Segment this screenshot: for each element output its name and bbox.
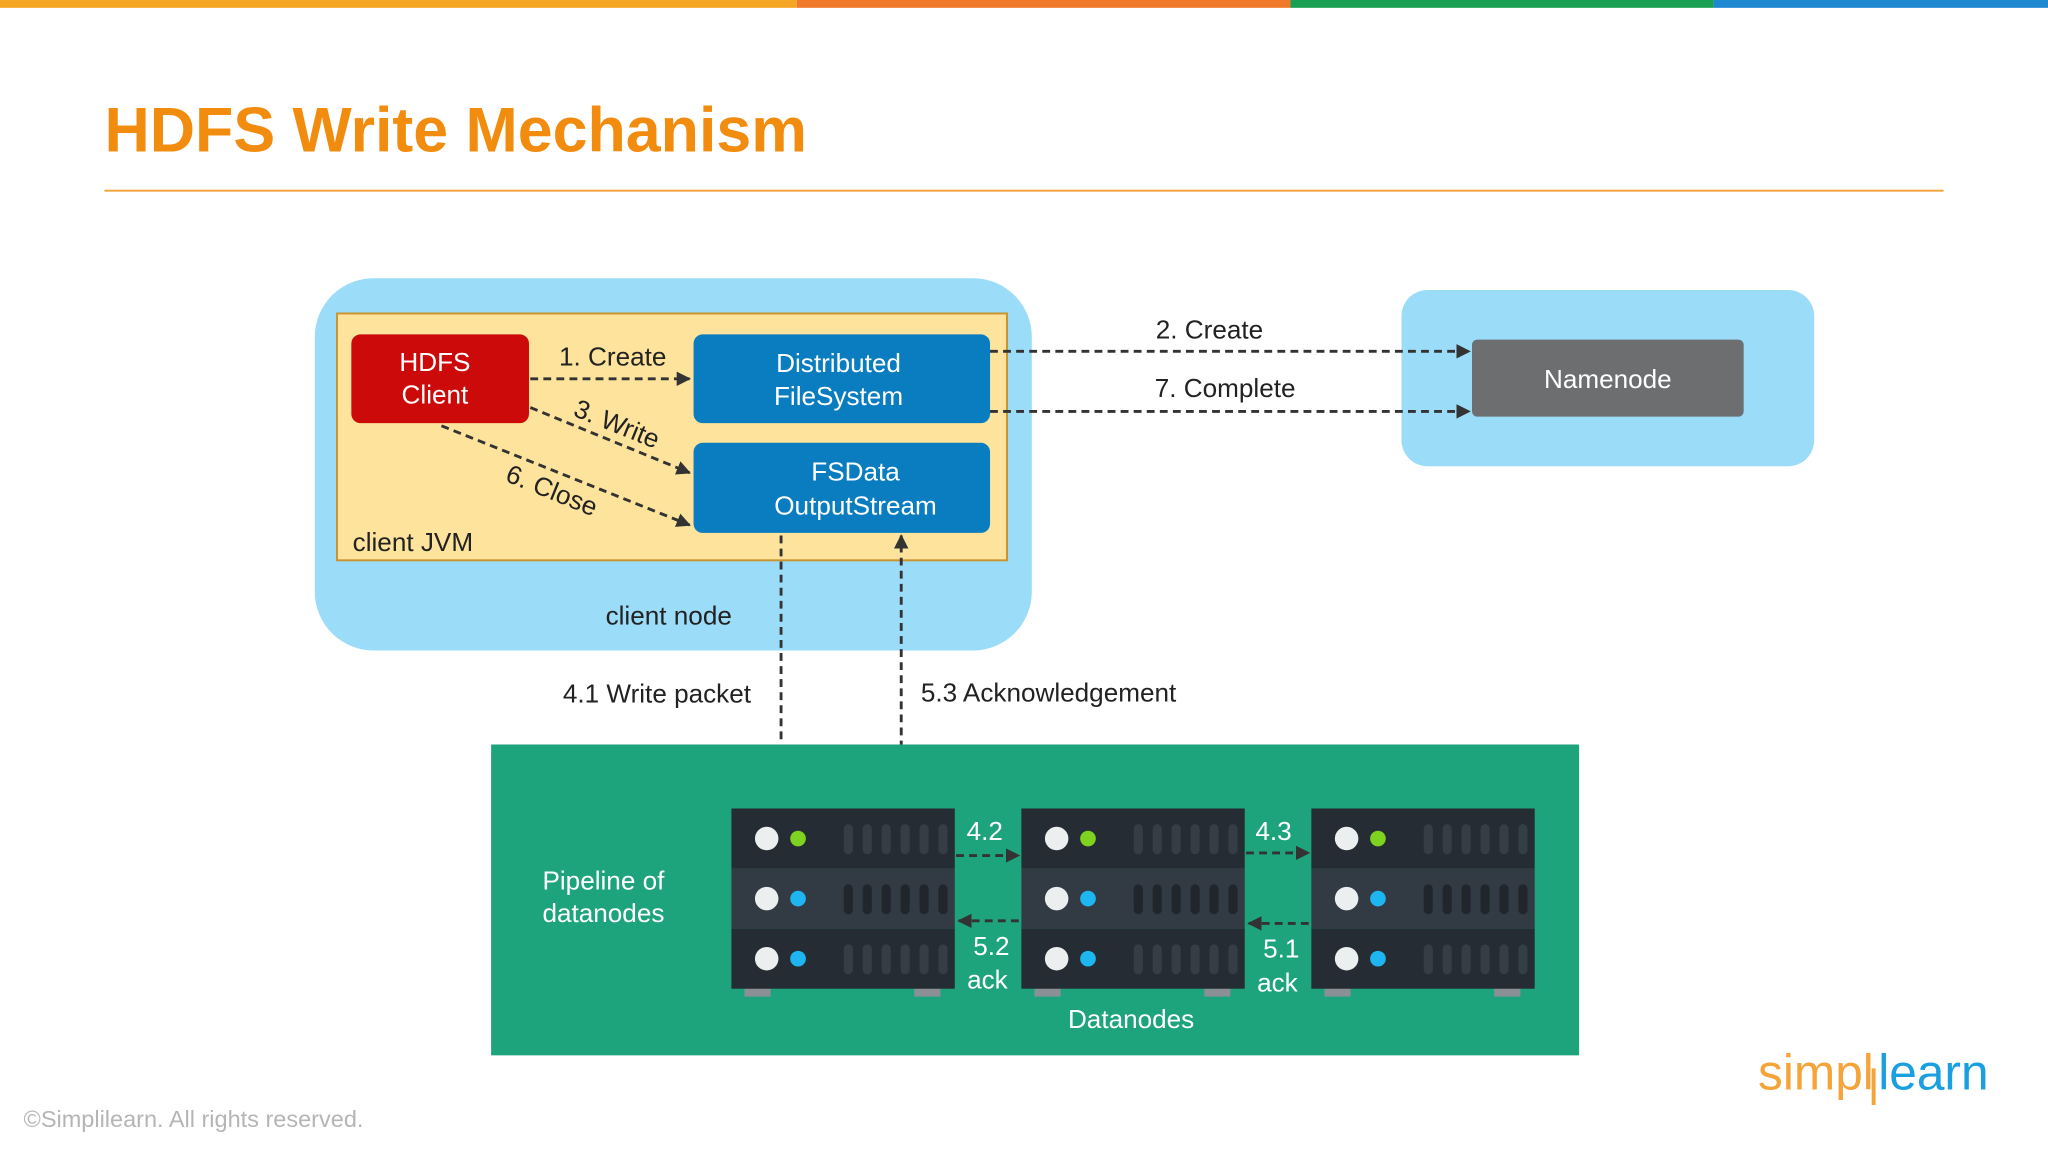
step-7-label: 7. Complete [1155,373,1296,403]
step-4-1-label: 4.1 Write packet [563,679,752,709]
top-bar-segment [796,0,1291,8]
page-title: HDFS Write Mechanism [104,96,806,166]
write-arrow [529,406,691,475]
namenode-box: Namenode [1472,339,1744,417]
datanode-server [731,808,955,997]
distributed-filesystem-box: Distributed FileSystem [693,334,991,424]
hdfs-client-box: HDFS Client [351,334,529,424]
svg-text:Distributed: Distributed [776,348,901,378]
client-jvm-label: client JVM [353,527,473,557]
ack-label: ack [1257,967,1299,997]
svg-text:learn: learn [1878,1044,1988,1100]
step-2-label: 2. Create [1156,314,1263,344]
svg-text:simpl: simpl [1758,1044,1874,1100]
step-1-label: 1. Create [559,342,666,372]
copyright-text: ©Simplilearn. All rights reserved. [24,1106,364,1132]
simplilearn-logo: simpl learn [1758,1044,1989,1105]
svg-text:FileSystem: FileSystem [774,381,903,411]
svg-text:FSData: FSData [811,457,900,487]
datanode-server [1021,808,1245,997]
datanode-server [1311,808,1535,997]
ack-label: ack [967,965,1009,995]
svg-text:Namenode: Namenode [1544,364,1672,394]
pipeline-label: datanodes [542,898,664,928]
top-bar-segment [1713,0,2048,8]
step-4-2-label: 4.2 [967,816,1003,846]
svg-text:HDFS: HDFS [399,347,470,377]
step-5-1-label: 5.1 [1263,933,1299,963]
top-bar-segment [0,0,797,8]
close-arrow [440,424,691,527]
datanodes-label: Datanodes [1068,1004,1194,1034]
svg-text:Client: Client [402,380,469,410]
fsdata-outputstream-box: FSData OutputStream [693,442,991,533]
step-5-2-label: 5.2 [973,931,1009,961]
top-bar-segment [1290,0,1714,8]
pipeline-label: Pipeline of [542,865,665,895]
svg-text:OutputStream: OutputStream [774,491,937,521]
step-5-3-label: 5.3 Acknowledgement [921,677,1177,707]
client-node-label: client node [606,600,732,630]
step-4-3-label: 4.3 [1255,816,1291,846]
